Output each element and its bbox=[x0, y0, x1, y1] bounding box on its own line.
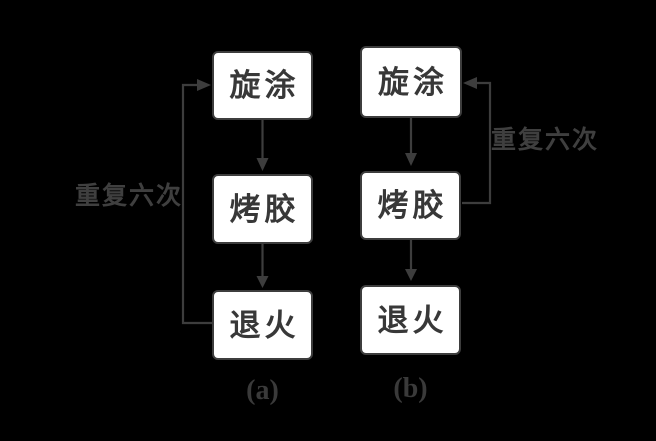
flow-a-step-bake-box: 烤胶 bbox=[212, 174, 313, 244]
flow-a-step-spin-coating-box: 旋涂 bbox=[212, 51, 313, 120]
flow-b-step-bake-label: 烤胶 bbox=[377, 188, 448, 223]
flow-b-loop-arrowhead bbox=[463, 77, 477, 89]
flow-b-loop-connector-bake-to-spin bbox=[462, 81, 492, 205]
flow-a-arrowhead-spin-to-bake bbox=[256, 158, 269, 171]
flow-a-loop-label: 重复六次 bbox=[75, 183, 184, 210]
flow-b-caption: (b) bbox=[393, 373, 428, 404]
flow-a-step-anneal-label: 退火 bbox=[229, 307, 300, 343]
flow-a-loop-arrowhead bbox=[197, 79, 211, 91]
flow-a-step-bake-label: 烤胶 bbox=[229, 191, 300, 227]
flow-b-step-bake-box: 烤胶 bbox=[360, 171, 461, 240]
flow-b-loop-label: 重复六次 bbox=[491, 127, 600, 154]
flow-b-arrowhead-bake-to-anneal bbox=[405, 269, 417, 281]
flow-b-step-spin-coating-label: 旋涂 bbox=[378, 64, 448, 100]
flow-b-step-anneal-label: 退火 bbox=[377, 302, 448, 338]
flow-a-loop-connector-anneal-to-spin bbox=[181, 83, 212, 325]
flow-a-step-spin-coating-label: 旋涂 bbox=[229, 68, 300, 103]
flow-b-step-spin-coating-box: 旋涂 bbox=[360, 46, 462, 118]
flow-a-arrowhead-bake-to-anneal bbox=[256, 276, 269, 288]
flow-b-arrowhead-spin-to-bake bbox=[405, 153, 417, 166]
flow-a-caption: (a) bbox=[246, 375, 279, 406]
flow-b-step-anneal-box: 退火 bbox=[360, 285, 461, 355]
flow-a-step-anneal-box: 退火 bbox=[212, 290, 313, 360]
